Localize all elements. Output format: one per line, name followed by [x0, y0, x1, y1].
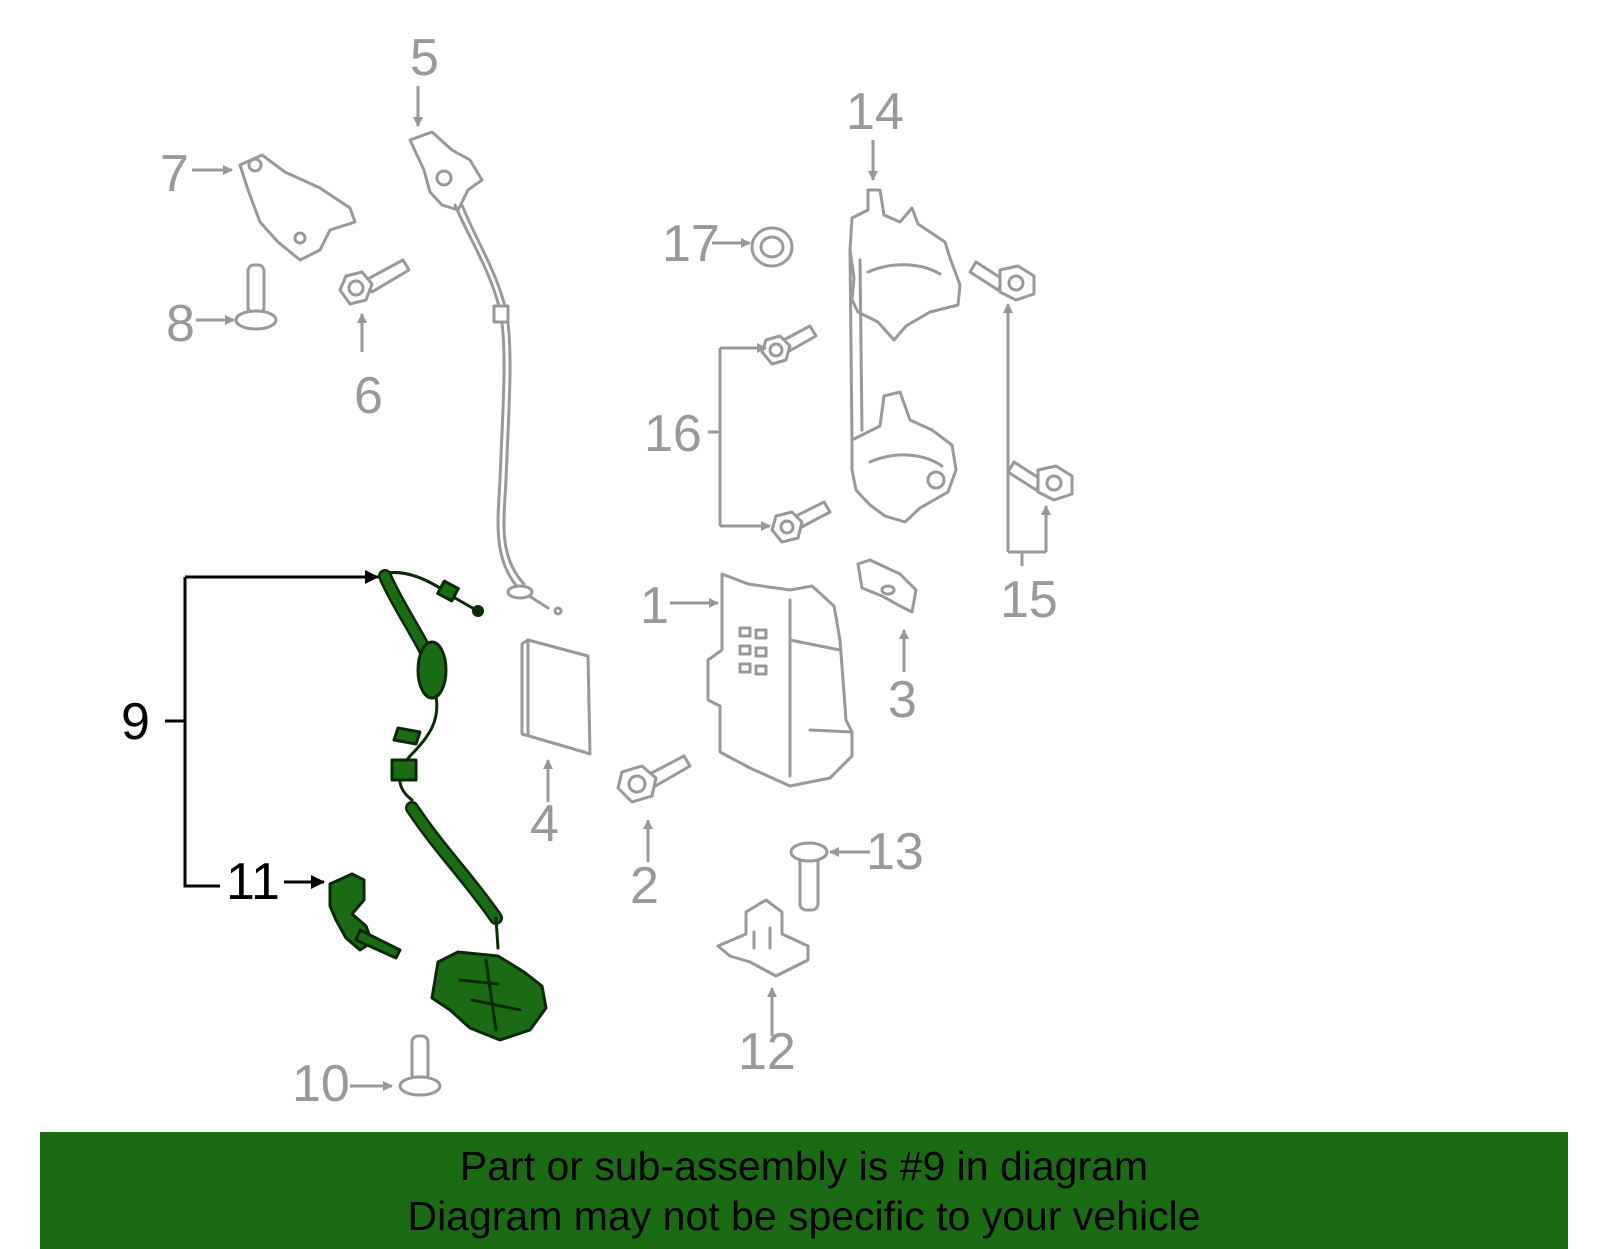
part-15-bolts: [968, 260, 1074, 502]
part-12-striker: [716, 898, 810, 978]
callout-2: 2: [630, 857, 659, 915]
info-banner: Part or sub-assembly is #9 in diagram Di…: [40, 1132, 1568, 1249]
part-6-bolt: [338, 258, 411, 306]
callout-11: 11: [226, 853, 280, 911]
part-13-pin: [789, 841, 829, 912]
callout-6: 6: [354, 367, 383, 425]
callout-14: 14: [846, 83, 904, 141]
callout-4: 4: [530, 795, 559, 853]
part-3-clip: [856, 558, 918, 614]
callout-12: 12: [738, 1023, 796, 1081]
bracket-15: [1008, 550, 1046, 566]
callout-7: 7: [160, 145, 189, 203]
callout-8: 8: [166, 295, 195, 353]
callout-16: 16: [644, 405, 702, 463]
part-7-bracket: [238, 153, 357, 262]
part-11-connector: [328, 872, 402, 960]
callout-9: 9: [121, 693, 150, 751]
callout-10: 10: [292, 1055, 350, 1113]
part-10-pin: [398, 1034, 442, 1097]
part-5-cable: [408, 130, 563, 616]
callout-3: 3: [888, 671, 917, 729]
banner-line-2: Diagram may not be specific to your vehi…: [407, 1192, 1201, 1239]
bracket-16: [708, 348, 722, 526]
part-4-pad: [520, 638, 592, 756]
callout-1: 1: [640, 577, 669, 635]
banner-line-1: Part or sub-assembly is #9 in diagram: [459, 1142, 1149, 1189]
part-14-latch: [848, 188, 962, 524]
callout-13: 13: [866, 823, 924, 881]
bracket-9: [183, 577, 220, 888]
part-8-pin: [234, 263, 278, 331]
part-1-module: [706, 572, 854, 788]
part-2-bolt: [616, 754, 692, 804]
part-17-plug: [750, 226, 794, 268]
callout-15: 15: [1000, 571, 1058, 629]
callout-5: 5: [410, 29, 439, 87]
part-9-actuator-assembly: [378, 569, 548, 1042]
callout-17: 17: [662, 215, 720, 273]
part-16-screws: [760, 324, 832, 544]
